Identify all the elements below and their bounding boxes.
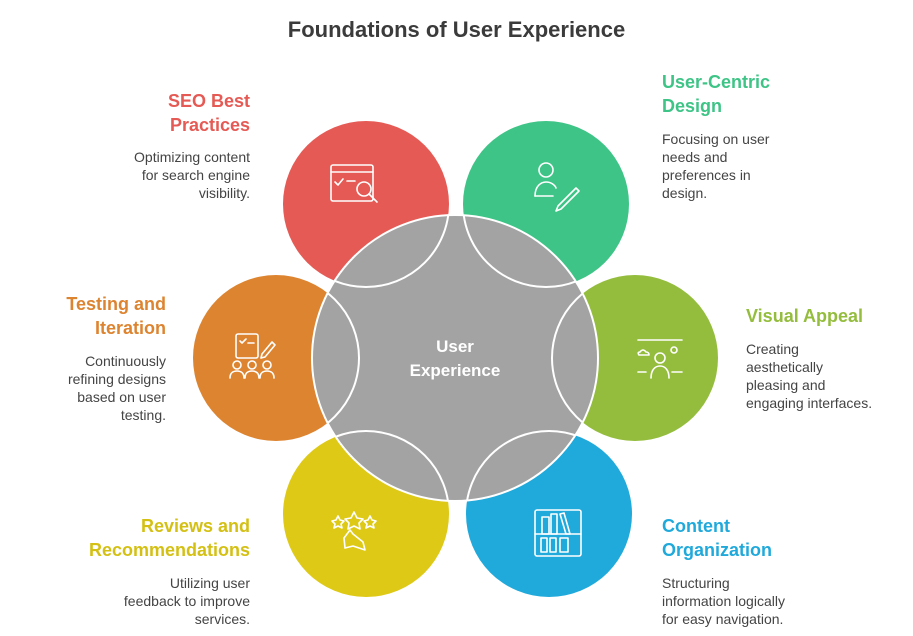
center-line1: User — [436, 337, 474, 356]
diagram-title: Foundations of User Experience — [287, 17, 626, 42]
user-pencil-icon — [534, 162, 580, 212]
test-users-icon — [229, 333, 276, 379]
circle-visual — [552, 275, 718, 441]
center-circle — [311, 214, 599, 502]
search-checklist-icon — [330, 164, 378, 203]
person-sun-icon — [637, 339, 683, 379]
stars-thumbs-icon — [331, 511, 377, 551]
center-line2: Experience — [410, 361, 501, 380]
center-label: User — [436, 337, 474, 356]
center-label-2: Experience — [410, 361, 501, 380]
bookshelf-icon — [534, 509, 582, 557]
visual-heading: Visual Appeal — [746, 306, 864, 326]
